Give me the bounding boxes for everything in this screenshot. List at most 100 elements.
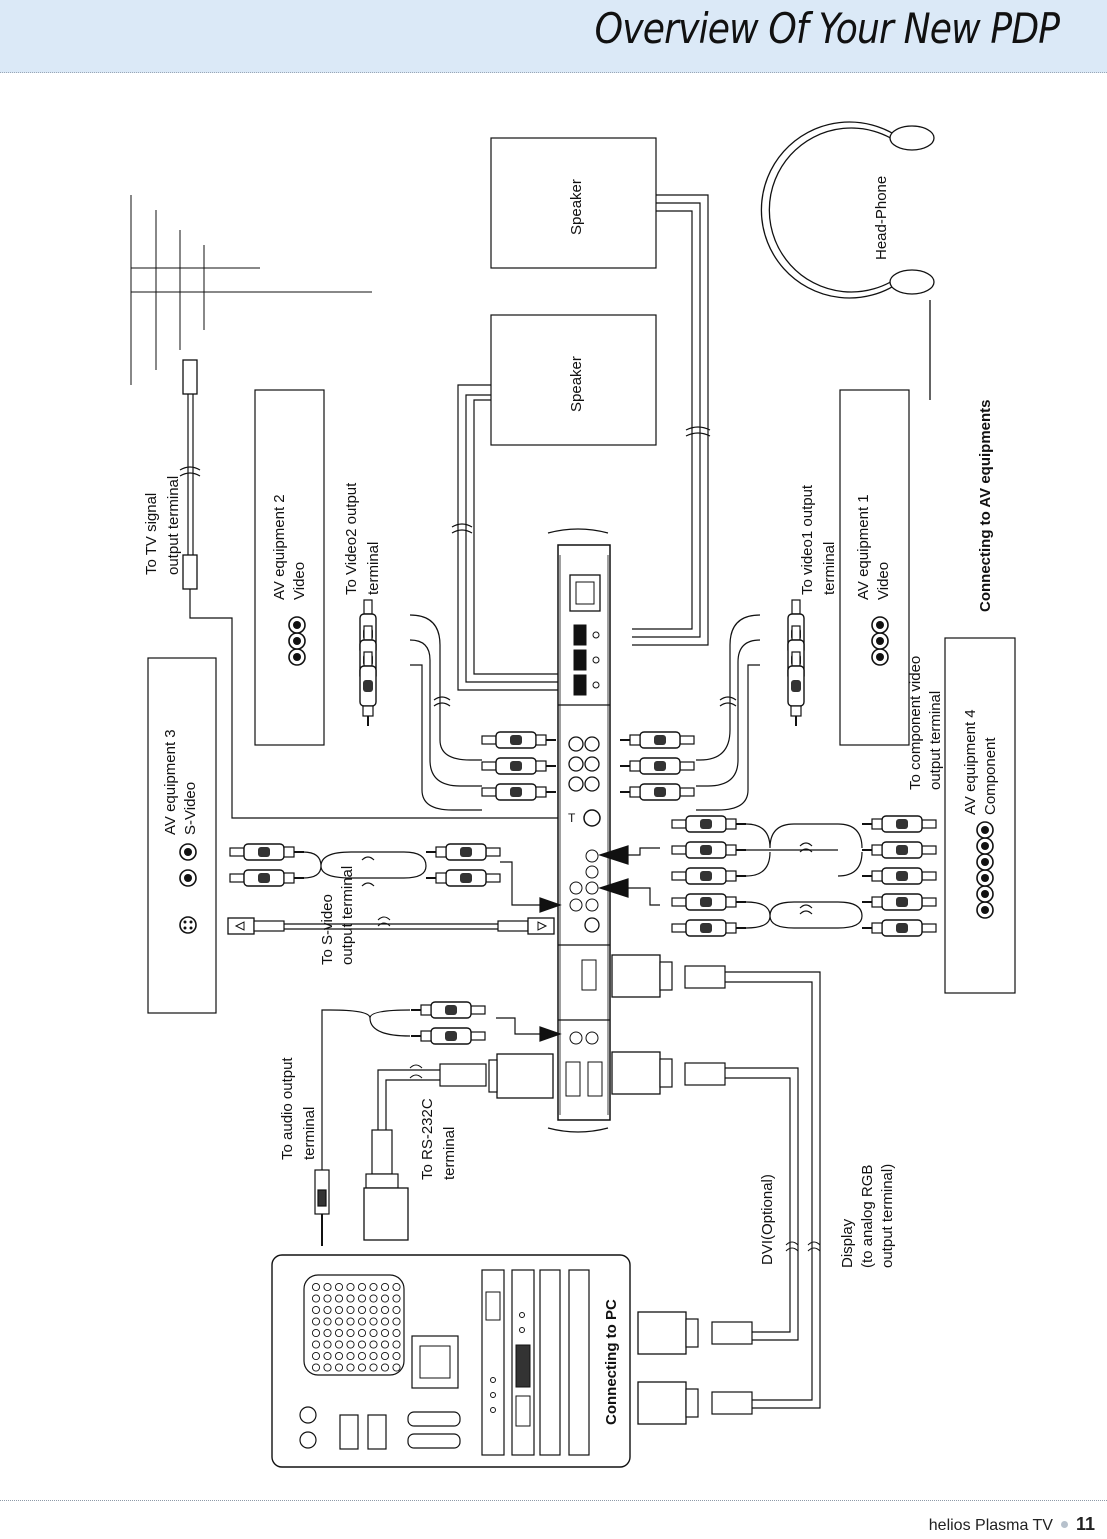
vent-hole (392, 1305, 401, 1315)
title-banner: Overview Of Your New PDP (0, 0, 1107, 73)
audio-output-label: To audio output terminal (279, 1057, 318, 1160)
bullet-icon (1060, 1521, 1068, 1529)
vent-hole (334, 1305, 344, 1315)
component-output-label: To component video output terminal (907, 656, 944, 790)
vent-hole (380, 1305, 390, 1315)
svg-text:To component video: To component video (907, 656, 924, 790)
av2-panel-plugs (481, 731, 557, 801)
speaker-2-label: Speaker (568, 356, 585, 412)
headphone-label: Head-Phone (873, 176, 890, 260)
vent-hole (334, 1294, 344, 1303)
vent-hole (392, 1317, 401, 1326)
svg-text:To Video2 output: To Video2 output (343, 482, 360, 595)
svg-text:(to analog RGB: (to analog RGB (859, 1165, 876, 1268)
connecting-av-label: Connecting to AV equipments (977, 400, 994, 613)
vent-hole (346, 1340, 355, 1349)
svg-text:AV equipment 3: AV equipment 3 (162, 729, 179, 835)
av4-plugs (671, 815, 937, 937)
vent-hole (380, 1328, 390, 1338)
vent-hole (346, 1282, 355, 1292)
vent-hole (311, 1294, 321, 1303)
vent-hole (357, 1328, 367, 1338)
dvi-rgb-cables (611, 954, 821, 1425)
vent-hole (311, 1317, 321, 1326)
av2-output-label: To Video2 output terminal (343, 482, 382, 595)
av1-label: AV equipment 1 Video (855, 494, 892, 600)
vent-hole (323, 1317, 332, 1326)
rs232c-label: To RS-232C terminal (419, 1098, 458, 1180)
speaker-1-label: Speaker (568, 179, 585, 235)
speaker-1-box (490, 137, 657, 269)
vent-hole (380, 1294, 390, 1303)
vent-hole (346, 1328, 355, 1338)
svideo-cable (227, 916, 555, 935)
svg-text:Component: Component (982, 737, 999, 815)
svg-text:To RS-232C: To RS-232C (419, 1098, 436, 1180)
audio-output-plugs (410, 1001, 486, 1045)
av2-cable (409, 614, 482, 811)
svg-text:terminal: terminal (821, 542, 838, 595)
svg-text:To TV signal: To TV signal (143, 493, 160, 575)
vent-hole (357, 1340, 367, 1349)
vent-hole (334, 1328, 344, 1338)
svg-text:terminal: terminal (365, 542, 382, 595)
vent-hole (392, 1363, 401, 1372)
svg-text:S-Video: S-Video (182, 782, 199, 835)
vent-hole (346, 1317, 355, 1326)
dvi-label: DVI(Optional) (759, 1174, 776, 1265)
rear-panel: T (547, 528, 611, 1133)
svg-text:output terminal: output terminal (165, 476, 182, 575)
vent-hole (369, 1328, 378, 1338)
vent-hole (392, 1340, 401, 1349)
av2-label: AV equipment 2 Video (271, 494, 308, 600)
vent-hole (323, 1305, 332, 1315)
av1-cable (696, 614, 761, 811)
audio-output-cable (314, 1009, 411, 1246)
av1-jack-icons (871, 616, 889, 666)
vent-hole (311, 1340, 321, 1349)
svg-text:Video: Video (875, 562, 892, 600)
av-equipment-2-box (254, 389, 325, 746)
vent-hole (323, 1340, 332, 1349)
svideo-output-label: To S-video output terminal (319, 866, 356, 965)
av3-label: AV equipment 3 S-Video (162, 729, 199, 835)
svg-text:Video: Video (291, 562, 308, 600)
pc-vent-grid (311, 1282, 401, 1372)
tv-signal-label: To TV signal output terminal (143, 476, 182, 575)
vent-hole (311, 1351, 321, 1361)
vent-hole (357, 1363, 367, 1372)
vent-hole (380, 1351, 390, 1361)
av2-rca-plugs (359, 599, 377, 727)
speaker-wires (451, 194, 711, 691)
vent-hole (346, 1363, 355, 1372)
vent-hole (346, 1351, 355, 1361)
svg-text:T: T (568, 811, 576, 825)
connection-diagram: To TV signal output terminal AV equipmen… (130, 121, 1016, 1468)
vent-hole (334, 1282, 344, 1292)
svg-text:Display: Display (839, 1218, 856, 1268)
vent-hole (334, 1363, 344, 1372)
svg-text:output terminal: output terminal (927, 691, 944, 790)
av-equipment-1-box (839, 389, 910, 746)
page-number: 11 (1075, 1514, 1095, 1534)
vent-hole (357, 1351, 367, 1361)
av3-audio-plugs (229, 843, 501, 887)
vent-hole (346, 1294, 355, 1303)
vent-hole (323, 1294, 332, 1303)
vent-hole (346, 1305, 355, 1315)
av4-label: AV equipment 4 Component (962, 709, 999, 815)
vent-hole (357, 1317, 367, 1326)
svg-text:AV equipment 2: AV equipment 2 (271, 494, 288, 600)
antenna-lines (130, 195, 372, 385)
svg-text:To video1 output: To video1 output (799, 484, 816, 595)
vent-hole (334, 1340, 344, 1349)
vent-hole (323, 1328, 332, 1338)
av1-output-label: To video1 output terminal (799, 484, 838, 595)
vent-hole (369, 1305, 378, 1315)
pc-rear-panel (271, 1254, 631, 1468)
vent-hole (334, 1351, 344, 1361)
svg-text:To S-video: To S-video (319, 894, 336, 965)
speaker-2-box (490, 314, 657, 446)
vent-hole (357, 1282, 367, 1292)
